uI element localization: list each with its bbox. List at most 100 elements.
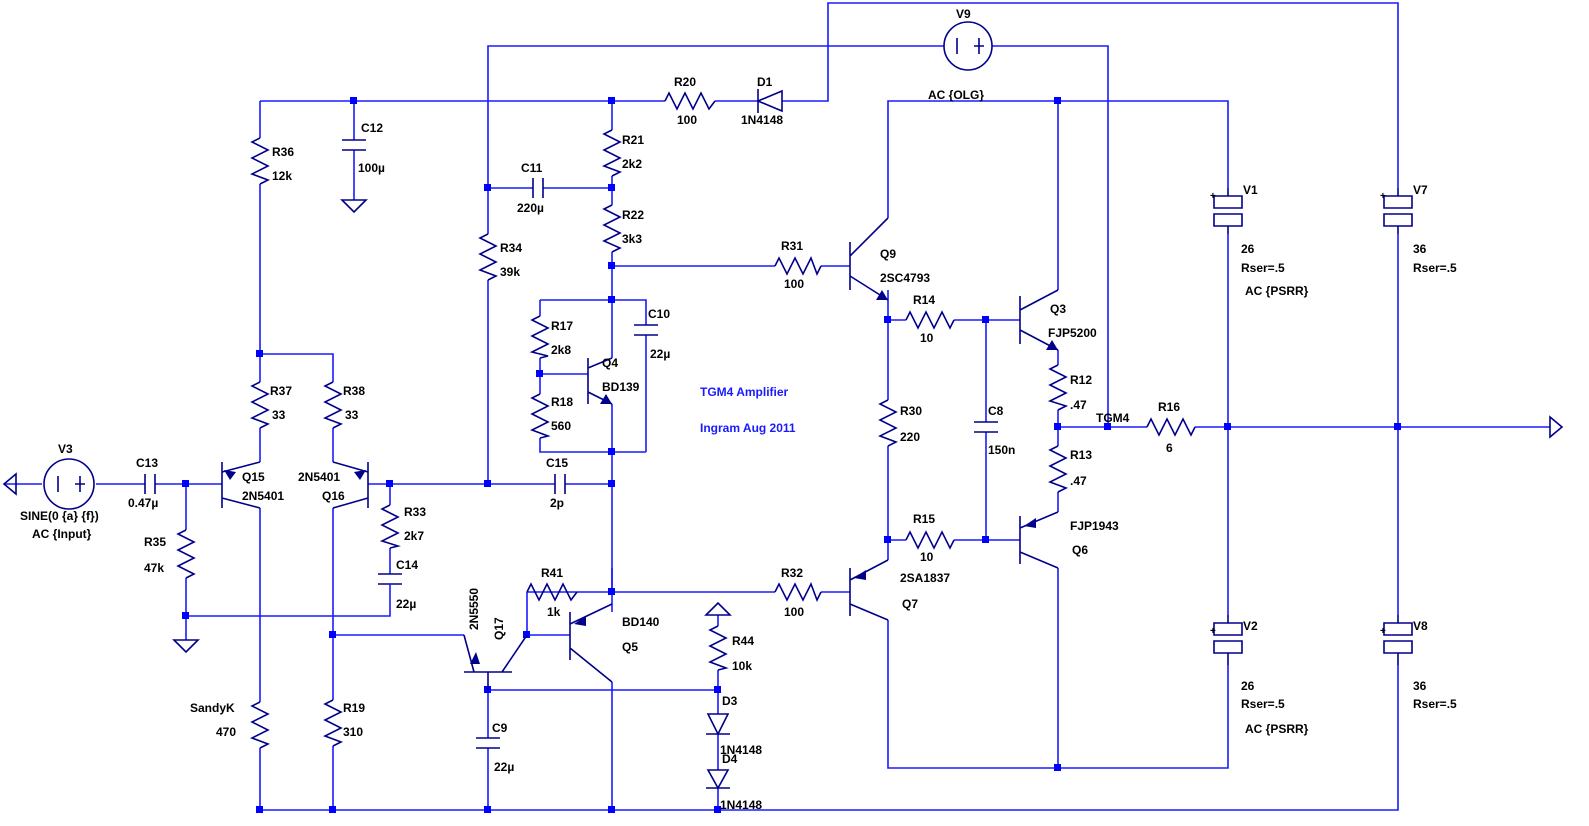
resistor-r32 bbox=[774, 582, 822, 602]
v7-plus-mark: + bbox=[1380, 191, 1386, 202]
q7-ref: Q7 bbox=[902, 597, 918, 611]
v9-ref: V9 bbox=[956, 7, 971, 21]
q3-ref: Q3 bbox=[1050, 302, 1066, 316]
r15-ref: R15 bbox=[913, 512, 935, 526]
r14-ref: R14 bbox=[913, 293, 935, 307]
q9-ref: Q9 bbox=[880, 247, 896, 261]
resistor-r41 bbox=[526, 582, 578, 602]
r32-ref: R32 bbox=[781, 566, 803, 580]
q5-value: BD140 bbox=[622, 615, 660, 629]
r36-ref: R36 bbox=[272, 145, 294, 159]
q16-ref: Q16 bbox=[322, 489, 345, 503]
r37-ref: R37 bbox=[270, 384, 292, 398]
r30-ref: R30 bbox=[900, 404, 922, 418]
resistor-r30 bbox=[878, 399, 898, 447]
r30-value: 220 bbox=[900, 430, 920, 444]
q4-ref: Q4 bbox=[602, 356, 618, 370]
r19-value: 310 bbox=[343, 725, 363, 739]
r35-value: 47k bbox=[144, 561, 164, 575]
r34-value: 39k bbox=[500, 265, 520, 279]
r38-ref: R38 bbox=[343, 384, 365, 398]
c11-value: 220µ bbox=[517, 201, 544, 215]
resistor-r17 bbox=[529, 315, 550, 359]
battery-v8 bbox=[1383, 615, 1413, 665]
r13-ref: R13 bbox=[1070, 448, 1092, 462]
transistor-q9 bbox=[849, 217, 889, 301]
source-v9 bbox=[943, 21, 993, 71]
r41-ref: R41 bbox=[541, 566, 563, 580]
resistor-r37 bbox=[250, 381, 270, 429]
r13-value: .47 bbox=[1070, 474, 1087, 488]
v2-ref: V2 bbox=[1243, 619, 1258, 633]
capacitor-c15 bbox=[554, 474, 566, 494]
v2-rser: Rser=.5 bbox=[1241, 697, 1285, 711]
c15-ref: C15 bbox=[546, 456, 568, 470]
d1-ref: D1 bbox=[757, 75, 773, 89]
q4-value: BD139 bbox=[602, 380, 640, 394]
resistor-r36 bbox=[250, 137, 270, 185]
output-port bbox=[1549, 415, 1564, 439]
title-note: TGM4 Amplifier bbox=[700, 385, 789, 399]
transistor-q6 bbox=[1019, 511, 1059, 569]
resistor-r12 bbox=[1047, 364, 1069, 411]
transistors bbox=[221, 217, 1059, 690]
capacitor-c14 bbox=[378, 573, 402, 585]
resistor-r33 bbox=[379, 504, 401, 549]
v7-rser: Rser=.5 bbox=[1413, 261, 1457, 275]
q17-ref: Q17 bbox=[492, 617, 506, 640]
battery-v2 bbox=[1213, 615, 1243, 665]
c9-value: 22µ bbox=[494, 760, 514, 774]
r21-ref: R21 bbox=[622, 133, 644, 147]
transistor-q15 bbox=[221, 461, 261, 509]
r32-value: 100 bbox=[784, 605, 804, 619]
c15-value: 2p bbox=[550, 496, 564, 510]
q15-value: 2N5401 bbox=[242, 489, 284, 503]
v1-ac: AC {PSRR} bbox=[1245, 284, 1309, 298]
q6-ref: Q6 bbox=[1072, 543, 1088, 557]
r31-value: 100 bbox=[784, 277, 804, 291]
r17-ref: R17 bbox=[551, 319, 573, 333]
q7-value: 2SA1837 bbox=[900, 571, 950, 585]
q6-value: FJP1943 bbox=[1070, 519, 1119, 533]
c9-ref: C9 bbox=[492, 721, 508, 735]
r20-value: 100 bbox=[677, 113, 697, 127]
capacitor-c12 bbox=[342, 139, 366, 151]
v1-rser: Rser=.5 bbox=[1241, 261, 1285, 275]
v1-plus-mark: + bbox=[1210, 191, 1216, 202]
r16-ref: R16 bbox=[1158, 400, 1180, 414]
net-label: TGM4 bbox=[1096, 411, 1130, 425]
capacitor-c10 bbox=[634, 324, 658, 336]
grounds bbox=[172, 199, 732, 654]
junctions bbox=[182, 97, 1401, 813]
transistor-q17 bbox=[463, 634, 528, 690]
capacitor-c11 bbox=[532, 178, 544, 198]
capacitor-c8 bbox=[974, 421, 998, 433]
r17-value: 2k8 bbox=[551, 343, 571, 357]
q17-value: 2N5550 bbox=[467, 588, 481, 630]
v7-ref: V7 bbox=[1413, 183, 1428, 197]
diode-d1 bbox=[755, 89, 783, 113]
q5-ref: Q5 bbox=[622, 640, 638, 654]
v7-value: 36 bbox=[1413, 242, 1427, 256]
c14-value: 22µ bbox=[396, 597, 416, 611]
transistor-q5 bbox=[569, 603, 613, 683]
resistor-r14 bbox=[905, 310, 955, 330]
resistor-sandyk bbox=[250, 701, 270, 749]
c12-ref: C12 bbox=[361, 121, 383, 135]
v2-plus-mark: + bbox=[1210, 626, 1216, 637]
r12-value: .47 bbox=[1070, 398, 1087, 412]
v8-value: 36 bbox=[1413, 679, 1427, 693]
battery-v7 bbox=[1383, 188, 1413, 234]
transistor-q7 bbox=[849, 559, 889, 621]
resistor-r15 bbox=[905, 530, 955, 550]
c8-value: 150n bbox=[988, 443, 1015, 457]
diodes bbox=[706, 89, 783, 790]
r21-value: 2k2 bbox=[622, 157, 642, 171]
labels: V9 R20 100 D1 1N4148 AC {OLG} C12 100µ R… bbox=[20, 7, 1457, 812]
transistor-q4 bbox=[587, 357, 613, 405]
r20-ref: R20 bbox=[674, 75, 696, 89]
resistor-r44 bbox=[708, 625, 729, 671]
olg-label: AC {OLG} bbox=[928, 88, 984, 102]
resistor-r18 bbox=[530, 393, 551, 439]
